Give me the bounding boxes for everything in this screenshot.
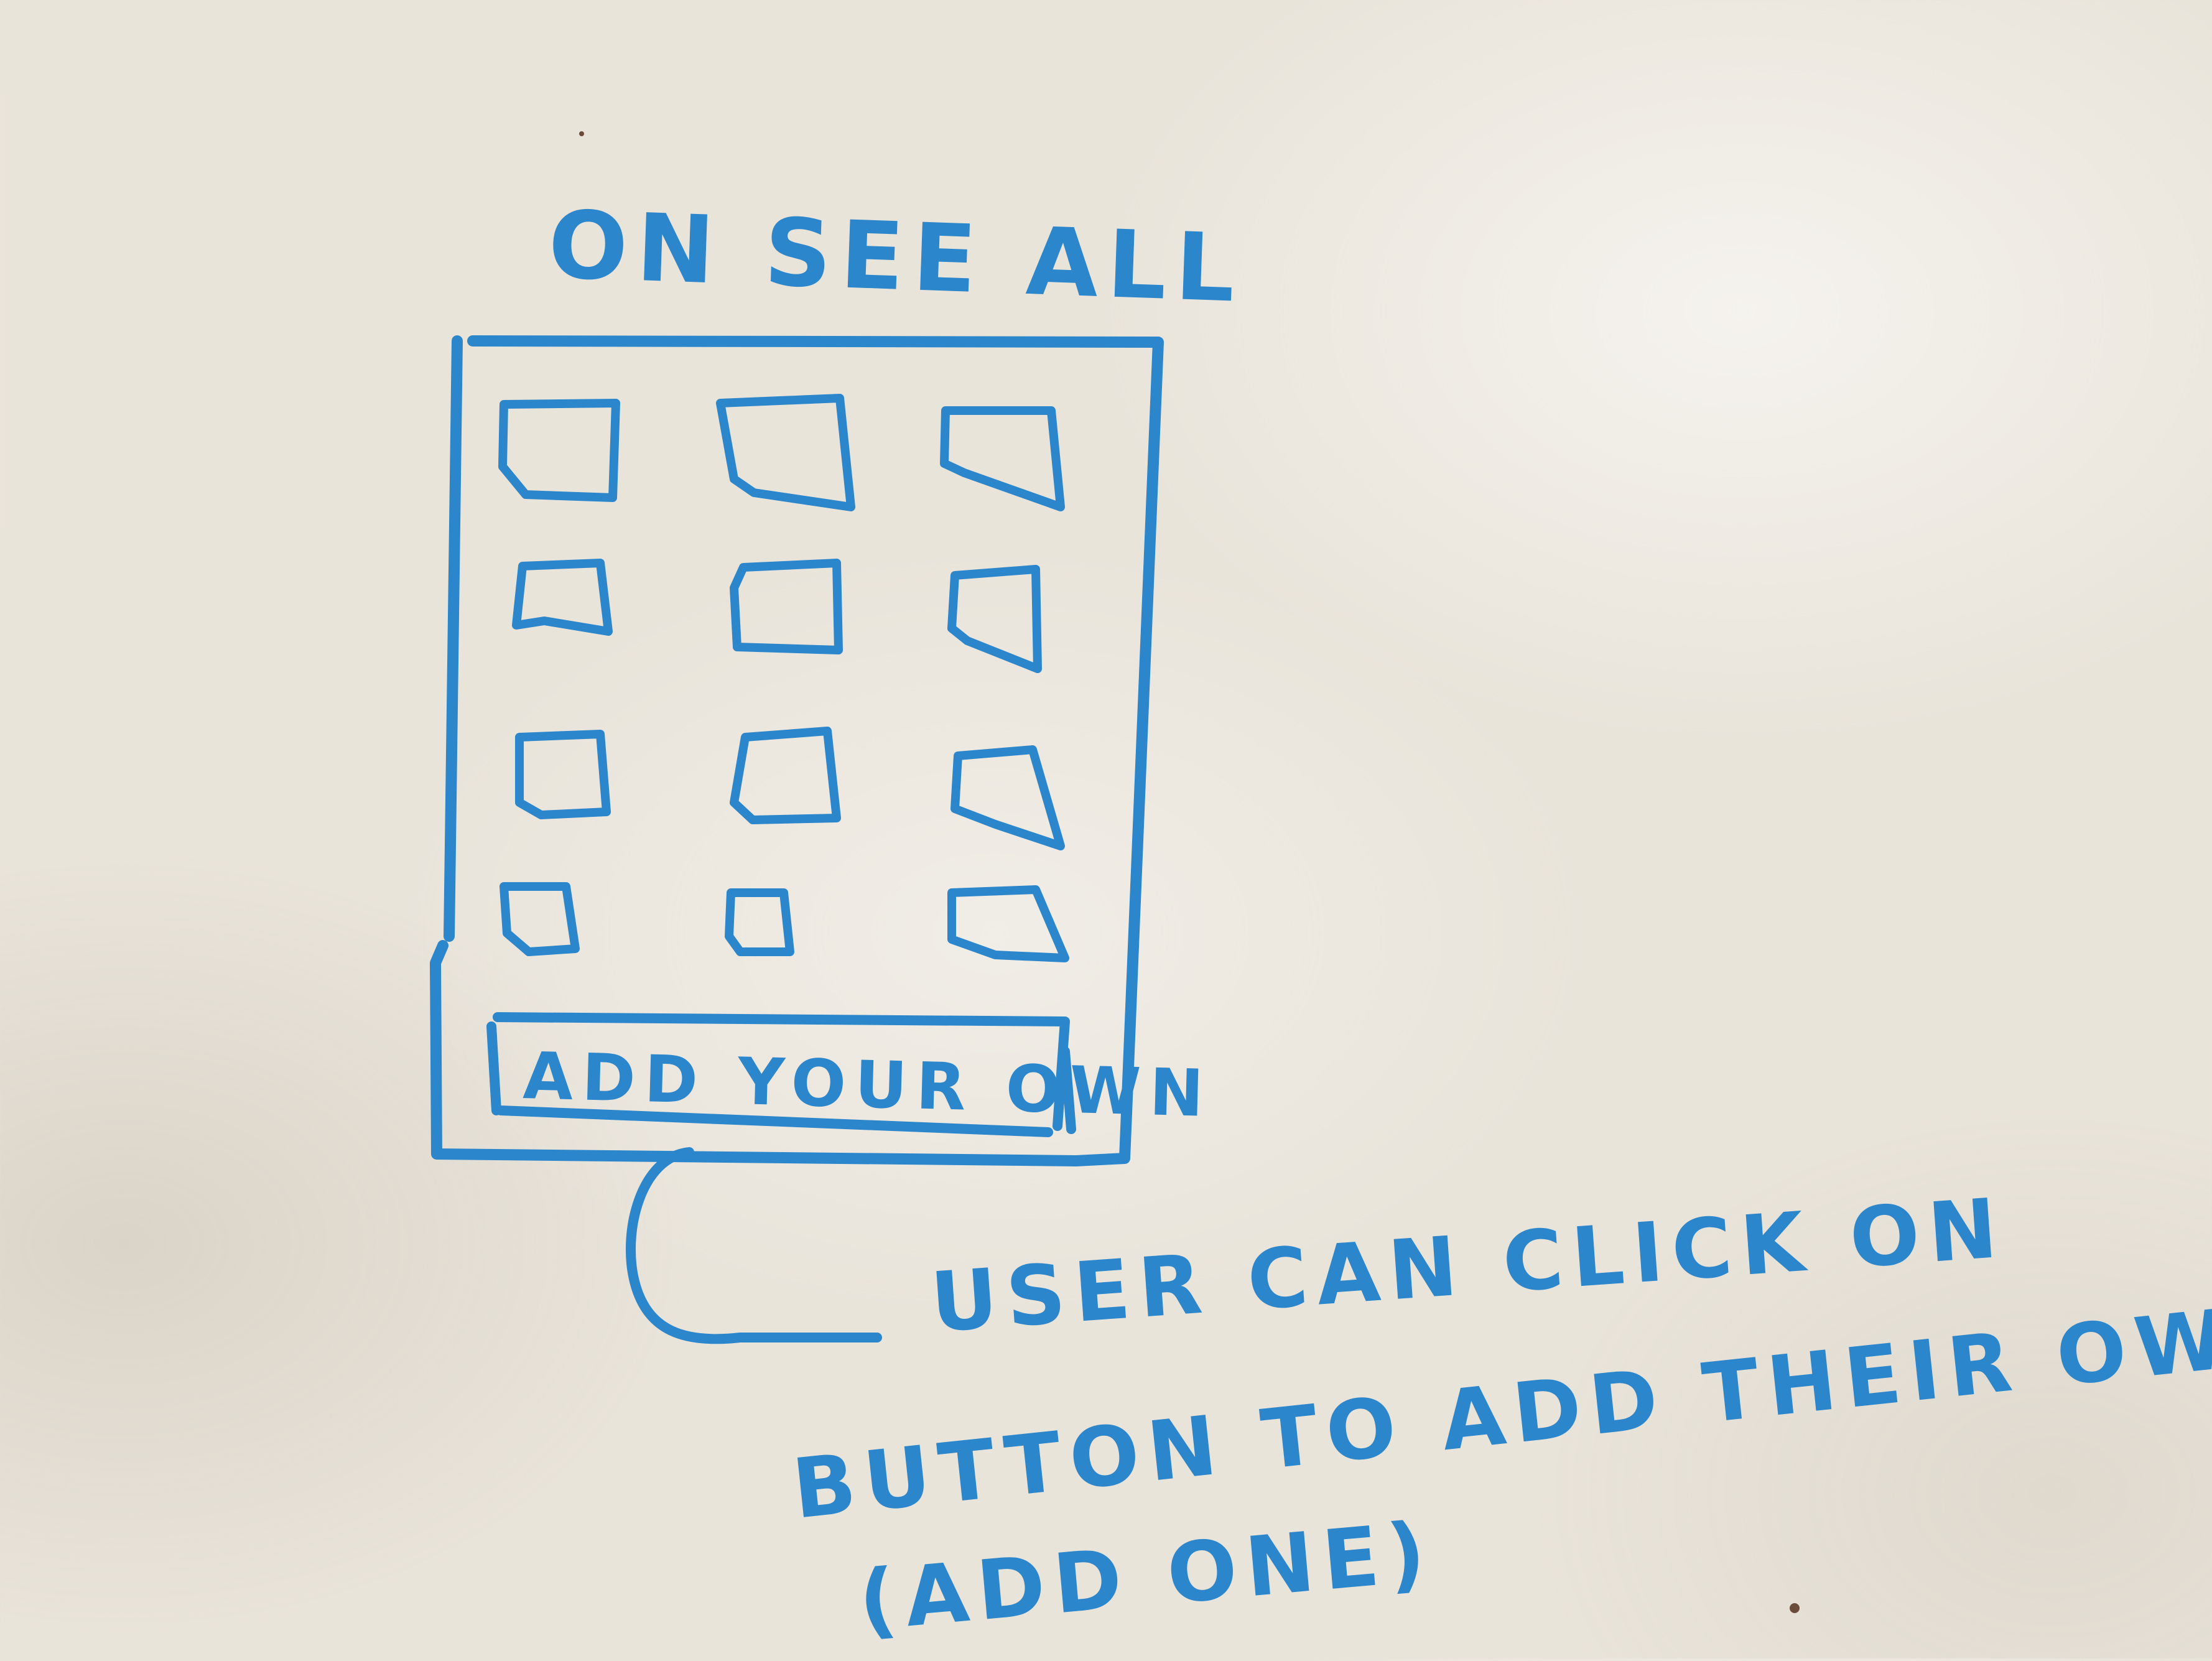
tile[interactable]	[940, 406, 1065, 511]
tile[interactable]	[512, 559, 613, 636]
tile[interactable]	[725, 888, 794, 956]
tile-grid	[498, 394, 1069, 962]
callout-arrow	[626, 1147, 882, 1344]
annotation-note: USER CAN CLICK ON BUTTON TO ADD THEIR OW…	[788, 1181, 2212, 1650]
add-your-own-button-label: ADD YOUR OWN	[522, 1038, 1213, 1132]
tile[interactable]	[947, 565, 1042, 673]
tile[interactable]	[947, 885, 1069, 962]
tile[interactable]	[716, 394, 855, 511]
marker-smudge	[1790, 1603, 1800, 1613]
tile[interactable]	[515, 730, 611, 819]
note-line-3: (ADD ONE)	[855, 1504, 1438, 1650]
tile[interactable]	[730, 727, 841, 824]
tile[interactable]	[498, 399, 620, 502]
screen-frame	[430, 335, 1164, 1166]
sketch-title: ON SEE ALL	[547, 191, 1245, 323]
tile[interactable]	[500, 882, 580, 956]
tile[interactable]	[730, 559, 843, 654]
note-line-1: USER CAN CLICK ON	[927, 1181, 2009, 1351]
add-your-own-button[interactable]: ADD YOUR OWN	[486, 1012, 1213, 1137]
tile[interactable]	[950, 745, 1065, 850]
marker-smudge	[579, 131, 584, 136]
